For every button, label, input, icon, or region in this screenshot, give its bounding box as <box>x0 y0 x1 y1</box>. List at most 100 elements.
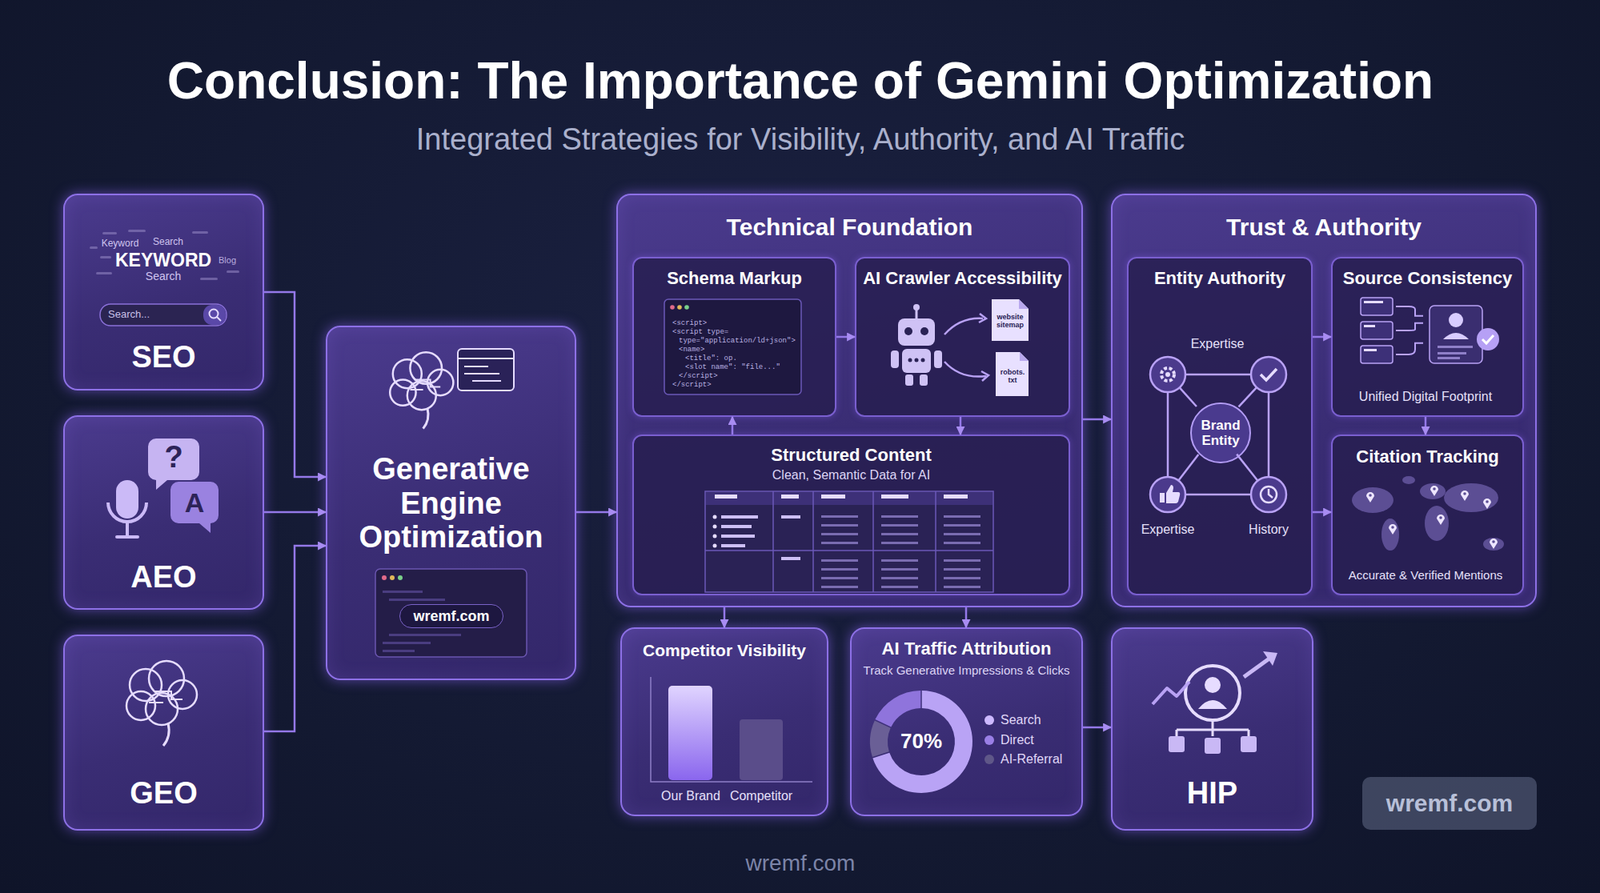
entity-graph <box>1267 392 1271 478</box>
brain-icon <box>129 669 162 702</box>
entity-graph <box>1165 372 1171 377</box>
data-table <box>821 524 859 527</box>
world-map <box>1485 500 1489 504</box>
watermark: wremf.com <box>680 850 921 877</box>
robot-icon <box>908 358 913 363</box>
source-icon <box>1360 297 1500 364</box>
code-window <box>457 348 514 391</box>
brain-icon <box>409 352 442 385</box>
entity-graph <box>1260 486 1277 503</box>
legend-entry: Direct <box>984 733 1035 748</box>
entity-graph <box>1260 368 1277 381</box>
page-subtitle: Integrated Strategies for Visibility, Au… <box>160 122 1441 158</box>
node-heading: SEO <box>64 340 263 375</box>
data-table <box>943 559 981 562</box>
code-line: type="application/ld+json"> <box>678 336 799 345</box>
word-cloud-filler <box>100 256 112 259</box>
legend-entry: Search <box>984 713 1042 728</box>
source-icon <box>1448 312 1464 328</box>
node-heading: Citation Tracking <box>1332 447 1523 468</box>
speech-bubble <box>148 438 200 490</box>
search-bar <box>203 304 226 325</box>
data-table <box>705 492 993 506</box>
brain-icon <box>126 661 197 746</box>
source-icon <box>1429 305 1483 364</box>
donut-chart <box>872 690 973 794</box>
entity-graph <box>1185 493 1252 497</box>
robot-icon <box>934 350 943 369</box>
code-line: <name> <box>678 345 799 354</box>
code-line: <script type= <box>672 328 799 337</box>
brain-icon <box>427 369 454 396</box>
code-window <box>464 365 489 368</box>
data-table <box>881 568 919 571</box>
entity-graph <box>1150 356 1186 393</box>
world-map <box>1388 524 1397 535</box>
code-window <box>375 569 527 658</box>
crawl-arrow <box>978 313 987 323</box>
code-window <box>388 633 462 637</box>
entity-graph <box>1185 373 1252 377</box>
code-window <box>472 380 502 382</box>
axis-label: Our Brand <box>654 789 727 804</box>
data-table <box>721 544 746 548</box>
data-table <box>781 494 799 499</box>
data-table <box>943 541 981 545</box>
data-table <box>812 491 815 593</box>
node-subtext: Clean, Semantic Data for AI <box>633 468 1069 483</box>
code-window <box>457 357 514 360</box>
world-map <box>1351 476 1504 551</box>
data-table <box>772 491 774 593</box>
growth-icon <box>1152 651 1278 754</box>
bubble-glyph: A <box>178 487 211 519</box>
search-placeholder: Search... <box>108 308 198 321</box>
flow-arrow <box>965 607 968 628</box>
legend-swatch <box>984 735 995 746</box>
flow-arrow <box>264 545 326 732</box>
data-table <box>821 568 859 571</box>
bar-chart <box>650 677 813 782</box>
source-icon <box>1437 345 1473 349</box>
data-table <box>821 559 859 562</box>
flow-arrow <box>576 511 617 514</box>
data-table <box>943 577 981 580</box>
data-table <box>943 568 981 571</box>
brain-icon <box>163 723 169 746</box>
brain-icon <box>168 680 197 710</box>
data-table <box>943 533 981 536</box>
strategy-box: SEO <box>63 193 265 391</box>
flow-arrow <box>264 292 326 478</box>
brain-icon <box>407 380 437 410</box>
robot-icon <box>920 327 929 336</box>
word-cloud-filler <box>102 232 117 235</box>
file-label: website sitemap <box>992 312 1028 330</box>
robot-icon <box>914 358 919 363</box>
data-table <box>881 585 919 589</box>
word-cloud-text: Keyword <box>92 238 149 250</box>
code-line: </script> <box>678 372 799 381</box>
data-table <box>713 525 718 530</box>
data-table <box>881 577 919 580</box>
entity-graph <box>1239 387 1258 407</box>
flow-arrow <box>1312 336 1332 339</box>
node-heading: Structured Content <box>633 445 1069 466</box>
world-map <box>1419 483 1446 500</box>
growth-icon <box>1168 736 1185 753</box>
source-icon <box>1443 332 1469 340</box>
legend-text: Direct <box>1000 733 1035 748</box>
microphone-icon <box>125 521 129 537</box>
source-icon <box>1482 335 1494 344</box>
source-icon <box>1360 297 1393 316</box>
data-table <box>781 557 801 561</box>
world-map <box>1391 525 1395 530</box>
legend-text: Search <box>1000 713 1042 728</box>
robot-icon <box>890 304 943 386</box>
growth-icon <box>1240 736 1257 753</box>
source-icon <box>1395 323 1424 331</box>
source-icon <box>1360 321 1393 340</box>
graph-label: History <box>1232 522 1305 538</box>
code-window <box>397 575 403 581</box>
robot-icon <box>915 308 919 319</box>
search-bar <box>216 316 221 321</box>
growth-icon <box>1185 665 1240 721</box>
